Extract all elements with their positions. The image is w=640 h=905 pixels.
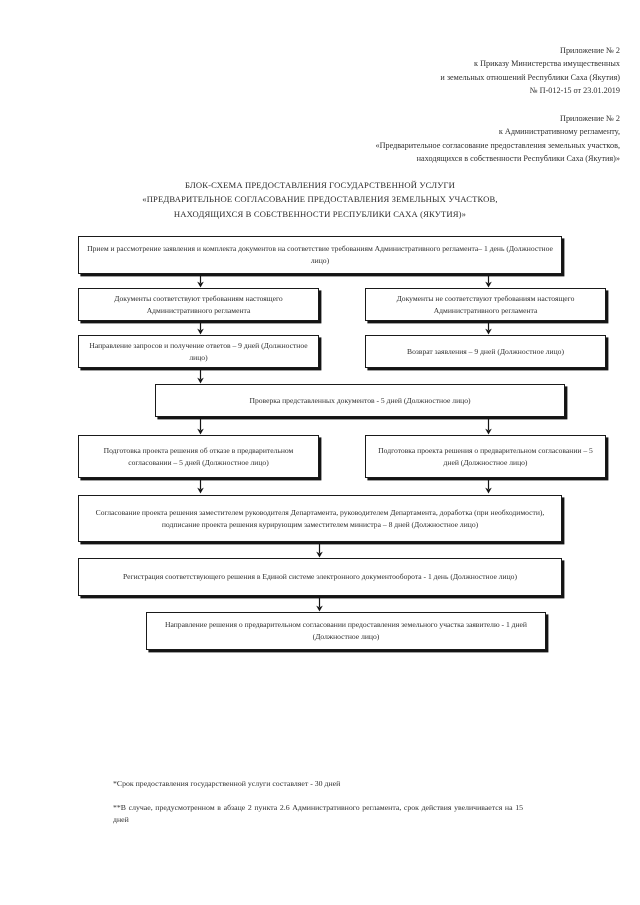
flow-node-text: Подготовка проекта решения о предварител… [378, 445, 593, 467]
footnotes: *Срок предоставления государственной усл… [113, 778, 523, 826]
flow-node-text: Направление решения о предварительном со… [164, 620, 527, 641]
flow-node-register-decision: Регистрация соответствующего решения в Е… [78, 558, 562, 596]
header2-line1: Приложение № 2 [560, 114, 620, 123]
flow-node-intake: Прием и рассмотрение заявления и комплек… [78, 236, 562, 274]
arrow-down-icon [196, 417, 205, 435]
flow-node-return-application: Возврат заявления – 9 дней (Должностное … [365, 335, 606, 368]
header1-line3: и земельных отношений Республики Саха (Я… [440, 72, 620, 82]
title-line-2: «ПРЕДВАРИТЕЛЬНОЕ СОГЛАСОВАНИЕ ПРЕДОСТАВЛ… [142, 194, 498, 205]
flow-node-text: Прием и рассмотрение заявления и комплек… [87, 244, 553, 265]
arrow-down-icon [484, 274, 493, 288]
header2-line3: «Предварительное согласование предоставл… [375, 140, 620, 150]
arrow-down-icon [196, 368, 205, 384]
header2-line4: находящихся в собственности Республики С… [416, 153, 620, 163]
flow-node-text: Регистрация соответствующего решения в Е… [123, 572, 517, 582]
appendix-header-order: Приложение № 2 к Приказу Министерства им… [200, 44, 620, 97]
flow-node-send-decision: Направление решения о предварительном со… [146, 612, 546, 650]
flow-node-text: Согласование проекта решения заместителе… [95, 507, 545, 529]
flow-node-verify-documents: Проверка представленных документов - 5 д… [155, 384, 565, 417]
flow-node-send-requests: Направление запросов и получение ответов… [78, 335, 319, 368]
arrow-down-icon [315, 542, 324, 558]
flow-node-documents-compliant: Документы соответствуют требованиям наст… [78, 288, 319, 321]
flow-node-text: Возврат заявления – 9 дней (Должностное … [407, 346, 564, 356]
flow-node-text: Документы соответствуют требованиям наст… [114, 293, 283, 315]
header2-line2: к Административному регламенту, [498, 127, 620, 137]
title-line-3: НАХОДЯЩИХСЯ В СОБСТВЕННОСТИ РЕСПУБЛИКИ С… [173, 208, 467, 219]
arrow-down-icon [315, 596, 324, 612]
flow-node-draft-approval: Подготовка проекта решения о предварител… [365, 435, 606, 478]
footnote-2: **В случае, предусмотренном в абзаце 2 п… [113, 803, 523, 825]
flow-node-text: Проверка представленных документов - 5 д… [249, 395, 471, 405]
flow-node-text: Подготовка проекта решения об отказе в п… [103, 445, 294, 467]
header1-line1: Приложение № 2 [560, 46, 620, 55]
arrow-down-icon [484, 321, 493, 335]
flow-node-documents-not-compliant: Документы не соответствуют требованиям н… [365, 288, 606, 321]
arrow-down-icon [484, 417, 493, 435]
flow-node-approval-chain: Согласование проекта решения заместителе… [78, 495, 562, 542]
arrow-down-icon [196, 478, 205, 494]
flow-node-draft-refusal: Подготовка проекта решения об отказе в п… [78, 435, 319, 478]
arrow-down-icon [196, 321, 205, 335]
arrow-down-icon [196, 274, 205, 288]
footnote-1: *Срок предоставления государственной усл… [113, 779, 341, 788]
title-line-1: БЛОК-СХЕМА ПРЕДОСТАВЛЕНИЯ ГОСУДАРСТВЕННО… [185, 180, 455, 190]
header1-line4: № П-012-15 от 23.01.2019 [529, 85, 620, 95]
arrow-down-icon [484, 478, 493, 494]
appendix-header-regulation: Приложение № 2 к Административному регла… [200, 112, 620, 165]
page-title: БЛОК-СХЕМА ПРЕДОСТАВЛЕНИЯ ГОСУДАРСТВЕННО… [60, 178, 580, 221]
flow-node-text: Документы не соответствуют требованиям н… [396, 293, 575, 315]
flow-node-text: Направление запросов и получение ответов… [89, 340, 308, 362]
header1-line2: к Приказу Министерства имущественных [474, 59, 620, 69]
